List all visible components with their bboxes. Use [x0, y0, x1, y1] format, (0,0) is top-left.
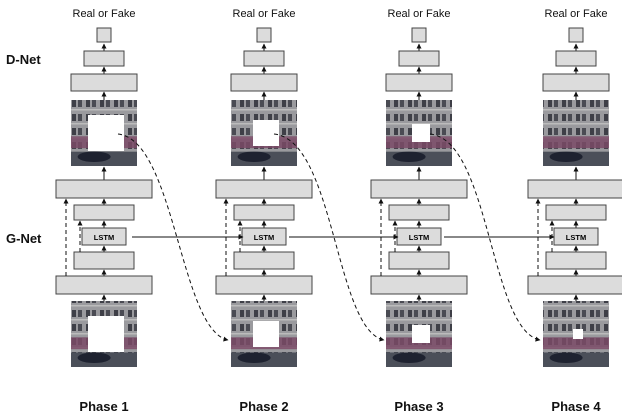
lstm-block: LSTM [81, 227, 127, 246]
input-image [386, 301, 452, 367]
g-net-encoder-block-1 [527, 275, 622, 295]
g-net-decoder-block-2 [527, 179, 622, 199]
input-image [231, 301, 297, 367]
missing-region [412, 325, 430, 343]
g-net-encoder-block-2 [233, 251, 295, 270]
phase2-output-label: Real or Fake [232, 8, 296, 20]
g-net-encoder-block-2 [545, 251, 607, 270]
input-image [543, 301, 609, 367]
output-image [543, 100, 609, 166]
g-net-decoder-block-1 [545, 204, 607, 221]
lstm-block: LSTM [241, 227, 287, 246]
g-net-decoder-block-1 [233, 204, 295, 221]
phase-column-2: LSTM [215, 27, 313, 367]
g-net-encoder-block-2 [73, 251, 135, 270]
d-net-block-1 [243, 50, 285, 67]
g-net-label: G-Net [6, 231, 42, 246]
phase-column-1: LSTM [55, 27, 153, 367]
carry-arrow-1-2 [117, 133, 229, 342]
phase3-output-label: Real or Fake [387, 8, 451, 20]
missing-region [253, 321, 279, 347]
g-net-decoder-block-2 [215, 179, 313, 199]
g-net-decoder-block-1 [73, 204, 135, 221]
g-net-encoder-block-2 [388, 251, 450, 270]
g-net-decoder-block-2 [55, 179, 153, 199]
d-net-block-2 [385, 73, 453, 92]
d-net-block-2 [542, 73, 610, 92]
lstm-block: LSTM [553, 227, 599, 246]
g-net-decoder-block-2 [370, 179, 468, 199]
phase1-output-label: Real or Fake [72, 8, 136, 20]
missing-region [573, 329, 583, 339]
d-net-block-1 [555, 50, 597, 67]
d-net-block-2 [70, 73, 138, 92]
output-image [71, 100, 137, 166]
missing-region [88, 115, 124, 151]
lstm-label: LSTM [94, 233, 114, 242]
phase4-label: Phase 4 [551, 399, 601, 414]
g-net-encoder-block-1 [55, 275, 153, 295]
phase1-label: Phase 1 [79, 399, 129, 414]
phase3-label: Phase 3 [394, 399, 444, 414]
phase-column-4: LSTM [527, 27, 622, 367]
d-net-output-block [568, 27, 584, 43]
carry-arrow-3-4 [429, 133, 541, 342]
missing-region [412, 124, 430, 142]
input-image [71, 301, 137, 367]
lstm-label: LSTM [566, 233, 586, 242]
d-net-output-block [411, 27, 427, 43]
d-net-output-block [256, 27, 272, 43]
output-image [231, 100, 297, 166]
g-net-decoder-block-1 [388, 204, 450, 221]
carry-arrow-2-3 [273, 133, 385, 342]
phase4-output-label: Real or Fake [544, 8, 608, 20]
d-net-output-block [96, 27, 112, 43]
d-net-block-1 [398, 50, 440, 67]
phase2-label: Phase 2 [239, 399, 289, 414]
missing-region [88, 316, 124, 352]
d-net-block-2 [230, 73, 298, 92]
g-net-encoder-block-1 [215, 275, 313, 295]
d-net-label: D-Net [6, 52, 41, 67]
output-image [386, 100, 452, 166]
lstm-block: LSTM [396, 227, 442, 246]
lstm-label: LSTM [409, 233, 429, 242]
phase-column-3: LSTM [370, 27, 468, 367]
d-net-block-1 [83, 50, 125, 67]
missing-region [253, 120, 279, 146]
lstm-label: LSTM [254, 233, 274, 242]
g-net-encoder-block-1 [370, 275, 468, 295]
